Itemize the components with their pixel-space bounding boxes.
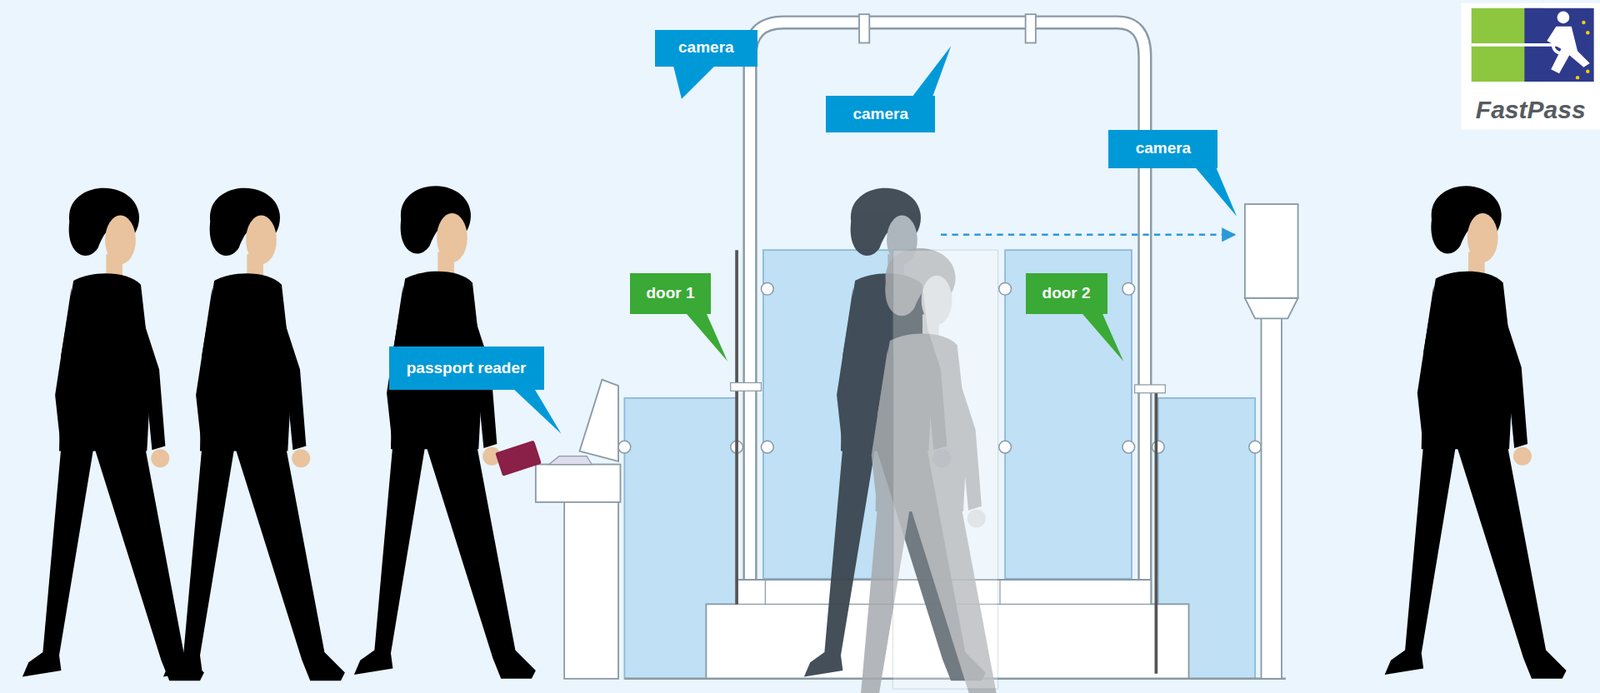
callout-text: camera	[852, 105, 909, 125]
door-callout: door 1	[630, 273, 712, 315]
callout-text: camera	[678, 38, 735, 58]
camera-callout: camera	[1108, 130, 1218, 170]
logo-text: FastPass	[1475, 95, 1586, 125]
callout-text: passport reader	[406, 359, 527, 379]
callout-text: camera	[1135, 139, 1192, 159]
door-callout: door 2	[1025, 273, 1108, 315]
callout-text: door 2	[1042, 284, 1091, 304]
callout-text: door 1	[645, 284, 695, 304]
camera-callout: camera	[655, 30, 757, 67]
reader-callout: passport reader	[389, 346, 545, 390]
camera-callout: camera	[825, 95, 935, 133]
